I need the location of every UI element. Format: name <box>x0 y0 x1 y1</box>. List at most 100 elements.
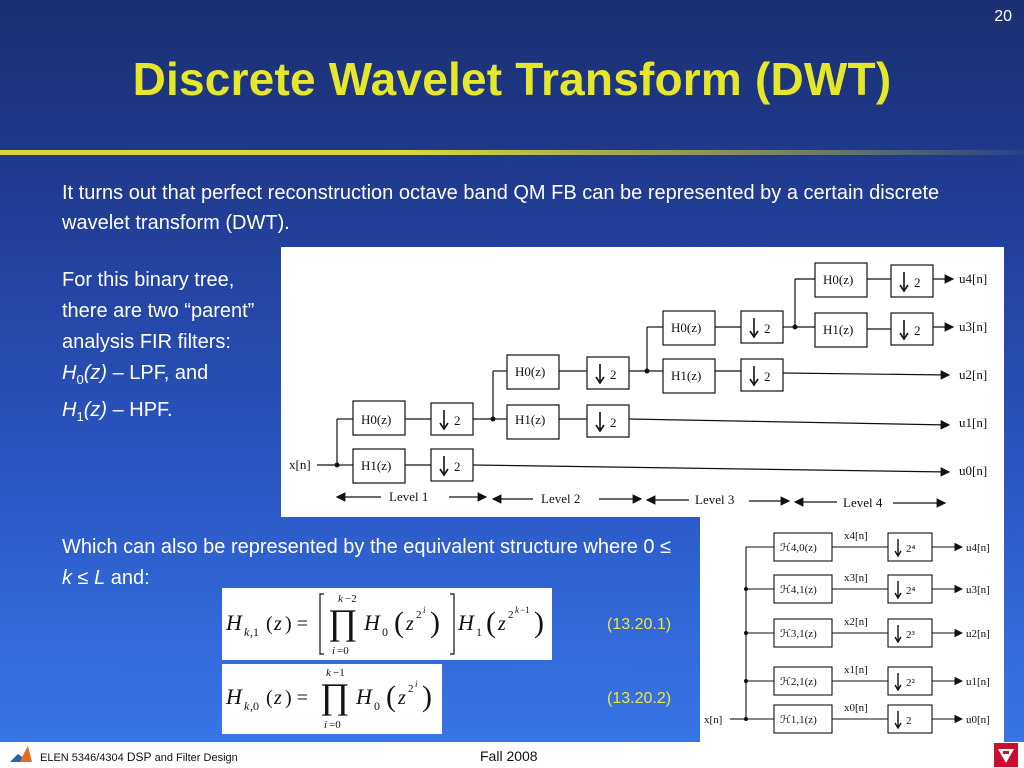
output-label: u0[n] <box>959 463 987 478</box>
matlab-logo-icon <box>10 746 32 762</box>
svg-text:): ) <box>430 606 440 639</box>
downsample-label: 2 <box>906 715 912 727</box>
svg-text:=0: =0 <box>337 645 349 657</box>
filter-label: H1(z) <box>671 368 701 383</box>
svg-text:z: z <box>397 687 406 709</box>
downsample-label: 2 <box>454 413 461 428</box>
svg-text:z: z <box>273 687 282 709</box>
h0-argument: (z) <box>83 362 108 384</box>
bottom-input-label: x[n] <box>704 714 722 726</box>
filter-label: H1(z) <box>823 322 853 337</box>
svg-text:,0: ,0 <box>250 699 259 713</box>
output-label: u3[n] <box>966 584 990 596</box>
svg-text:1: 1 <box>476 625 482 639</box>
downsample-label: 2 <box>914 275 921 290</box>
which-le: ≤ <box>72 567 95 589</box>
svg-text:k: k <box>515 605 520 615</box>
svg-text:i: i <box>415 679 418 689</box>
svg-text:H: H <box>225 684 243 709</box>
filter-label: H1(z) <box>515 412 545 427</box>
svg-text:=0: =0 <box>329 719 341 731</box>
filter-label: ℋ2,1(z) <box>780 676 817 688</box>
downsample-label: 2 <box>914 323 921 338</box>
x-signal-label: x0[n] <box>844 702 868 714</box>
x-signal-label: x3[n] <box>844 572 868 584</box>
slide-title: Discrete Wavelet Transform (DWT) <box>132 53 892 105</box>
svg-text:2: 2 <box>408 683 414 695</box>
filter-label: ℋ4,0(z) <box>780 542 817 554</box>
svg-text:H: H <box>457 610 475 635</box>
h1-description: – HPF. <box>107 399 173 421</box>
filter-label: H0(z) <box>361 412 391 427</box>
downsample-label: 2⁴ <box>906 585 916 597</box>
svg-text:,1: ,1 <box>250 625 259 639</box>
x-signal-label: x4[n] <box>844 530 868 542</box>
footer-course-code: ELEN 5346/4304 <box>40 752 127 764</box>
side-text-line1: For this binary tree, there are two “par… <box>62 269 255 353</box>
university-logo-icon <box>994 743 1018 767</box>
output-label: u4[n] <box>959 271 987 286</box>
which-text-part1: Which can also be represented by the equ… <box>62 536 672 558</box>
slide-number: 20 <box>994 8 1012 25</box>
filter-label: ℋ1,1(z) <box>780 714 817 726</box>
output-label: u4[n] <box>966 542 990 554</box>
equation-number-1: (13.20.1) <box>607 616 672 633</box>
svg-text:−1: −1 <box>520 605 530 615</box>
filter-label: ℋ3,1(z) <box>780 628 817 640</box>
x-signal-label: x1[n] <box>844 664 868 676</box>
intro-paragraph: It turns out that perfect reconstruction… <box>62 182 940 234</box>
output-label: u2[n] <box>959 367 987 382</box>
svg-text:∏: ∏ <box>320 676 350 716</box>
svg-text:−1: −1 <box>333 667 345 679</box>
h1-symbol: H <box>62 399 77 421</box>
output-label: u2[n] <box>966 628 990 640</box>
top-input-label: x[n] <box>289 457 311 472</box>
which-paragraph: Which can also be represented by the equ… <box>62 532 682 594</box>
svg-text:): ) <box>534 606 544 639</box>
h0-description: – LPF, and <box>107 362 209 384</box>
svg-text:H: H <box>363 610 381 635</box>
svg-text:i: i <box>332 645 335 657</box>
which-L: L <box>94 567 106 589</box>
downsample-label: 2 <box>610 415 617 430</box>
downsample-label: 2 <box>764 321 771 336</box>
equation-1-svg: H k ,1 ( z ) = k −2 ∏ i =0 H 0 ( z 2 i )… <box>225 593 544 657</box>
filter-label: H0(z) <box>515 364 545 379</box>
svg-text:): ) <box>422 680 432 713</box>
svg-text:(: ( <box>266 687 273 709</box>
downsample-label: 2³ <box>906 629 916 641</box>
svg-text:i: i <box>423 605 426 615</box>
h0-symbol: H <box>62 362 77 384</box>
svg-text:H: H <box>225 610 243 635</box>
svg-text:2: 2 <box>508 609 514 621</box>
equivalent-structure-svg: x[n] ℋ4,0(z) ℋ4,1(z) ℋ3,1(z) ℋ2,1(z) ℋ1,… <box>704 530 990 734</box>
h1-argument: (z) <box>83 399 108 421</box>
svg-text:z: z <box>497 613 506 635</box>
h0-subscript: 0 <box>76 372 84 387</box>
footer-term: Fall 2008 <box>480 748 538 764</box>
level-label: Level 1 <box>389 489 428 504</box>
which-text-part2: and: <box>105 567 150 589</box>
downsample-label: 2² <box>906 677 916 689</box>
side-paragraph: For this binary tree, there are two “par… <box>62 265 272 432</box>
svg-text:(: ( <box>386 680 396 713</box>
downsample-label: 2 <box>764 369 771 384</box>
equation-number-2: (13.20.2) <box>607 690 672 707</box>
binary-tree-svg: x[n] H0(z) H1(z) H0(z) H1(z) H0(z) H1(z)… <box>289 262 987 510</box>
svg-text:0: 0 <box>382 625 388 639</box>
downsample-label: 2⁴ <box>906 543 916 555</box>
svg-text:(: ( <box>266 613 273 635</box>
binary-tree-filter-bank-diagram: x[n] H0(z) H1(z) H0(z) H1(z) H0(z) H1(z)… <box>281 247 1004 517</box>
level-label: Level 3 <box>695 492 734 507</box>
svg-text:z: z <box>405 613 414 635</box>
svg-text:∏: ∏ <box>328 602 358 642</box>
equation-13-20-1: H k ,1 ( z ) = k −2 ∏ i =0 H 0 ( z 2 i )… <box>222 588 552 660</box>
output-label: u1[n] <box>959 415 987 430</box>
filter-label: H1(z) <box>361 458 391 473</box>
h1-subscript: 1 <box>76 409 84 424</box>
svg-text:k: k <box>244 699 250 713</box>
filter-label: ℋ4,1(z) <box>780 584 817 596</box>
x-signal-label: x2[n] <box>844 616 868 628</box>
level-label: Level 4 <box>843 495 883 510</box>
footer-bar: ELEN 5346/4304 DSP and Filter Design Fal… <box>0 742 1024 768</box>
